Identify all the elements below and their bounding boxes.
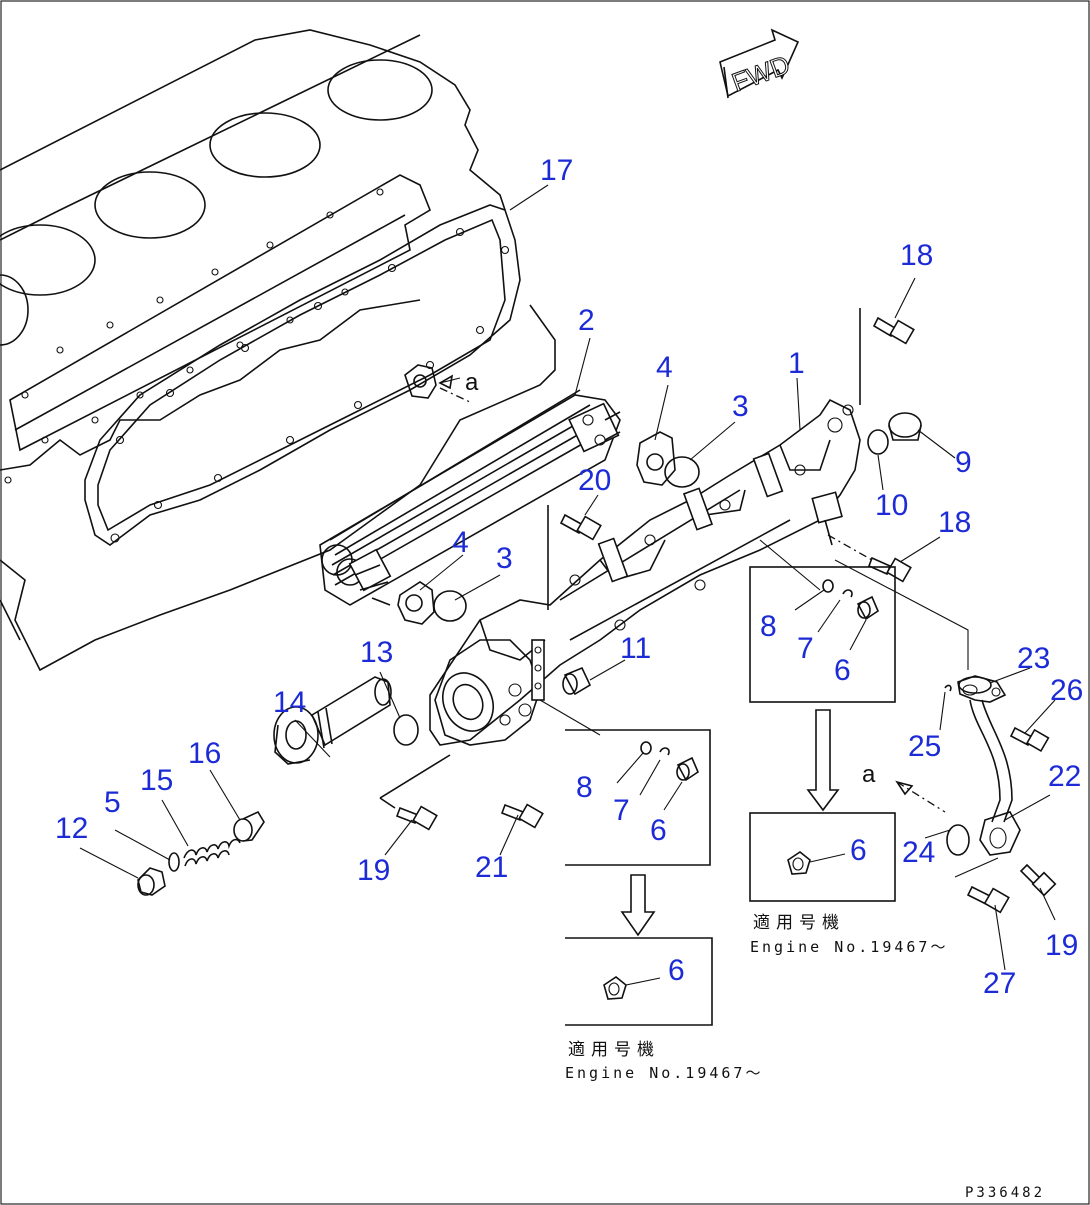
callout-12: 12 — [55, 812, 88, 845]
callout-23: 23 — [1017, 642, 1050, 675]
bolt-21 — [500, 803, 544, 829]
callout-18-upper: 18 — [900, 239, 933, 272]
fwd-label: FWD — [728, 49, 794, 97]
inset-right: 適用号機 Engine No.19467〜 — [749, 539, 948, 956]
bolt-18-lower — [827, 534, 912, 583]
engine-no-note-lower: Engine No.19467〜 — [565, 1064, 763, 1082]
callout-16: 16 — [188, 737, 221, 770]
callout-3-lower: 3 — [496, 542, 513, 575]
callout-15: 15 — [140, 764, 173, 797]
plug-12 — [137, 867, 166, 896]
callout-2: 2 — [578, 304, 595, 337]
leader-lines — [79, 184, 1056, 971]
callout-5: 5 — [104, 786, 121, 819]
ref-a-label-right: a — [862, 761, 876, 788]
bolt-26 — [1009, 726, 1050, 753]
oring-13 — [393, 714, 419, 746]
inset-middle: 適用号機 Engine No.19467〜 — [539, 699, 763, 1082]
bolt-27 — [966, 885, 1010, 914]
fwd-arrow-icon: FWD — [719, 28, 800, 98]
applicability-note-jp-lower: 適用号機 — [568, 1040, 660, 1060]
callout-22: 22 — [1048, 760, 1081, 793]
ring-5 — [168, 852, 180, 872]
callout-6-middle: 6 — [650, 814, 667, 847]
oil-cooler-element — [319, 389, 621, 606]
callout-6-right: 6 — [834, 654, 851, 687]
callout-19-left: 19 — [357, 854, 390, 887]
bolt-19-right — [1019, 863, 1057, 897]
callouts: 17 2 4 3 1 18 9 10 18 20 4 3 11 8 7 6 13… — [55, 154, 1083, 1000]
engine-block — [0, 29, 556, 672]
callout-25: 25 — [908, 730, 941, 763]
callout-20: 20 — [578, 464, 611, 497]
callout-11: 11 — [620, 632, 651, 665]
callout-26: 26 — [1050, 674, 1083, 707]
oil-cooler-cover — [429, 398, 861, 746]
applicability-note-jp-right: 適用号機 — [753, 913, 845, 933]
ref-a-label: a — [465, 369, 479, 396]
gasket-17 — [84, 204, 521, 546]
callout-7-middle: 7 — [613, 794, 630, 827]
oil-pipe-22: a — [834, 559, 1021, 878]
callout-4-upper: 4 — [656, 351, 673, 384]
callout-1: 1 — [788, 347, 805, 380]
callout-8-middle: 8 — [576, 771, 593, 804]
bolt-18-upper — [859, 308, 915, 405]
callout-10: 10 — [875, 489, 908, 522]
plug-9 — [867, 412, 922, 455]
callout-21: 21 — [475, 851, 508, 884]
drawing-code: P336482 — [965, 1185, 1045, 1201]
ref-a-hole: a — [404, 364, 479, 403]
bolt-19-left — [379, 754, 451, 831]
callout-3-upper: 3 — [732, 390, 749, 423]
callout-6-lower-inset: 6 — [668, 954, 685, 987]
callout-17: 17 — [540, 154, 573, 187]
plug-11 — [562, 666, 592, 696]
callout-4-lower: 4 — [452, 526, 469, 559]
callout-6-right-inset: 6 — [850, 834, 867, 867]
bolt-20 — [547, 505, 602, 610]
engine-no-note-right: Engine No.19467〜 — [750, 938, 948, 956]
callout-7-right: 7 — [797, 632, 814, 665]
callout-18-lower: 18 — [938, 506, 971, 539]
callout-19-right: 19 — [1045, 929, 1078, 962]
callout-27: 27 — [983, 967, 1016, 1000]
spring-15 — [183, 838, 241, 867]
callout-9: 9 — [955, 446, 972, 479]
valve-16 — [233, 810, 265, 842]
callout-24: 24 — [902, 836, 935, 869]
callout-14: 14 — [273, 686, 306, 719]
callout-13: 13 — [360, 636, 393, 669]
callout-8-right: 8 — [760, 610, 777, 643]
gaskets — [397, 431, 700, 625]
